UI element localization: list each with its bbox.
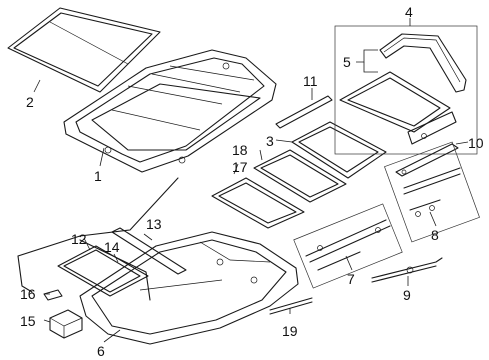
callout-18: 18 (232, 142, 248, 158)
part-16-clip (43, 289, 63, 301)
callouts: 2 1 3 4 5 6 7 8 9 10 11 12 13 14 15 16 1… (20, 4, 484, 359)
callout-13: 13 (146, 216, 162, 232)
callout-11: 11 (303, 73, 318, 89)
callout-6: 6 (97, 343, 105, 359)
part-13-rail (111, 227, 187, 275)
callout-12: 12 (71, 231, 87, 247)
part-9-drain-hose (371, 257, 443, 283)
part-6-lower-frame (79, 231, 299, 345)
part-11-deflector (275, 95, 333, 129)
part-12-shade-rail (57, 245, 149, 297)
callout-9: 9 (403, 287, 411, 303)
callout-16: 16 (20, 286, 36, 302)
part-5-seals (379, 33, 467, 93)
callout-7: 7 (347, 271, 355, 287)
part-14-cable (17, 177, 179, 301)
callout-1: 1 (94, 168, 102, 184)
callout-8: 8 (431, 227, 439, 243)
callout-14: 14 (104, 239, 120, 255)
part-7-tracks (305, 219, 391, 271)
leader-lines (33, 18, 469, 343)
callout-4: 4 (405, 4, 413, 20)
part-4-glass-assembly (339, 71, 457, 145)
part-10-rail (395, 143, 459, 177)
callout-15: 15 (20, 313, 36, 329)
part-8-guides (403, 167, 461, 217)
callout-10: 10 (468, 135, 484, 151)
part-2-glass-seal (7, 7, 161, 93)
part-3-glass-panel (291, 121, 387, 179)
callout-2: 2 (26, 94, 34, 110)
callout-17: 17 (232, 159, 248, 175)
part-4-group-box (334, 25, 478, 155)
callout-5: 5 (343, 54, 351, 70)
callout-3: 3 (266, 133, 274, 149)
part-18-shade-panel (253, 149, 347, 203)
part-15-motor (49, 309, 83, 339)
callout-19: 19 (282, 323, 298, 339)
part-8-group-box (384, 141, 480, 243)
part-7-group-box (293, 203, 403, 289)
part-19-drain-tube (269, 297, 313, 315)
part-17-shade-glass (211, 177, 305, 229)
